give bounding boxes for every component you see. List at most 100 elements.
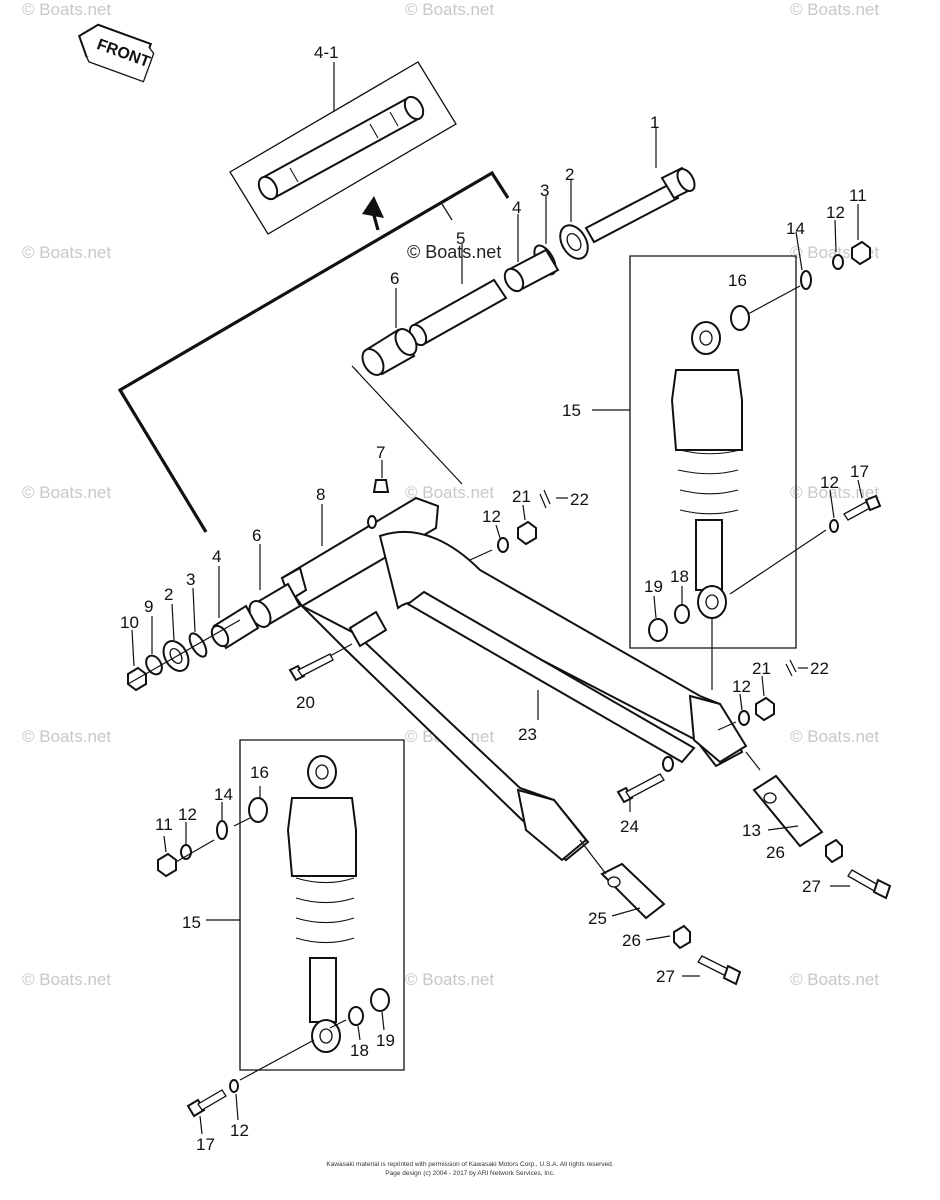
callout-15: 15	[562, 401, 581, 420]
left-nut-11-top	[157, 835, 177, 878]
callout-4: 4	[212, 547, 221, 566]
nut-10	[127, 629, 147, 692]
callout-11: 11	[849, 186, 867, 205]
callout-22: 22	[810, 659, 829, 678]
right-washer-12-top	[832, 219, 844, 270]
chain-adjuster-13	[752, 774, 824, 848]
callout-3: 3	[186, 570, 195, 589]
left-washer-12-top	[180, 822, 192, 860]
washer-12-center	[495, 524, 509, 553]
callout-24: 24	[620, 817, 639, 836]
bolt-20	[288, 643, 353, 682]
bolt-24	[616, 756, 674, 812]
left-shock-box	[206, 739, 405, 1071]
watermark: © Boats.net	[22, 483, 111, 502]
callout-14: 14	[214, 785, 233, 804]
left-bushing-19	[370, 988, 390, 1031]
watermark: © Boats.net	[22, 727, 111, 746]
callout-4-1: 4-1	[314, 43, 339, 62]
callout-25: 25	[588, 909, 607, 928]
right-lower-mount-parts	[717, 659, 808, 731]
callout-13: 13	[742, 821, 761, 840]
callout-4: 4	[512, 198, 521, 217]
callout-11: 11	[155, 815, 173, 834]
watermark: © Boats.net	[405, 483, 494, 502]
callout-17: 17	[196, 1135, 215, 1154]
nut-26-left	[645, 924, 691, 950]
callout-12: 12	[230, 1121, 249, 1140]
watermark: © Boats.net	[22, 970, 111, 989]
right-shock-collar-16	[730, 285, 801, 331]
bolt-27-left	[682, 955, 742, 986]
callout-23: 23	[518, 725, 537, 744]
callout-12: 12	[826, 203, 845, 222]
callout-15: 15	[182, 913, 201, 932]
callout-21: 21	[512, 487, 531, 506]
callout-9: 9	[144, 597, 153, 616]
callout-3: 3	[540, 181, 549, 200]
callout-18: 18	[670, 567, 689, 586]
copyright-line-1: Kawasaki material is reprinted with perm…	[326, 1161, 613, 1168]
callout-19: 19	[376, 1031, 395, 1050]
callout-16: 16	[250, 763, 269, 782]
callout-8: 8	[316, 485, 325, 504]
swing-arm-8	[280, 496, 748, 862]
callout-layer: 1 2 3 4 4-1 5 6 11 12 14 16 15 7 8 21 22…	[120, 43, 869, 1154]
bushing-4-top	[503, 214, 560, 293]
callout-2: 2	[565, 165, 574, 184]
bolt-27-right	[830, 869, 892, 900]
callout-12: 12	[820, 473, 839, 492]
left-shock-absorber	[286, 755, 357, 1053]
watermark: © Boats.net	[22, 243, 111, 262]
callout-2: 2	[164, 585, 173, 604]
top-shock-nut-21	[517, 504, 537, 546]
right-nut-11-top	[851, 204, 871, 266]
callout-26: 26	[622, 931, 641, 950]
watermark: © Boats.net	[790, 483, 879, 502]
callout-10: 10	[120, 613, 139, 632]
callout-12: 12	[482, 507, 501, 526]
callout-7: 7	[376, 443, 385, 462]
callout-22: 22	[570, 490, 589, 509]
watermark: © Boats.net	[22, 0, 111, 19]
callout-17: 17	[850, 462, 869, 481]
bearing-2-top	[559, 180, 589, 260]
bushing-4-left	[210, 566, 260, 650]
callout-27: 27	[802, 877, 821, 896]
left-washer-14	[216, 802, 228, 840]
cotter-pin-22-top	[539, 489, 568, 509]
callout-6: 6	[390, 269, 399, 288]
callout-6: 6	[252, 526, 261, 545]
copyright-line-2: Page design (c) 2004 - 2017 by ARI Netwo…	[385, 1170, 555, 1177]
callout-19: 19	[644, 577, 663, 596]
collar-6-top	[361, 288, 418, 376]
right-washer-14	[795, 231, 812, 290]
right-shock-box	[592, 255, 797, 649]
callout-12: 12	[178, 805, 197, 824]
washer-9	[145, 616, 163, 676]
callout-16: 16	[728, 271, 747, 290]
bracket-lines	[117, 170, 510, 533]
callout-1: 1	[650, 113, 659, 132]
sleeve-assembly-box	[229, 61, 457, 235]
callout-12: 12	[732, 677, 751, 696]
watermark: © Boats.net	[790, 0, 879, 19]
pivot-shaft-1	[584, 128, 696, 244]
chain-guide-23	[406, 590, 696, 764]
watermark: © Boats.net	[405, 0, 494, 19]
callout-18: 18	[350, 1041, 369, 1060]
bearing-2-left	[162, 603, 190, 672]
callout-21: 21	[752, 659, 771, 678]
watermark: © Boats.net	[790, 970, 879, 989]
grease-nipple-7	[372, 460, 390, 493]
callout-20: 20	[296, 693, 315, 712]
watermark: © Boats.net	[790, 727, 879, 746]
watermark: © Boats.net	[405, 970, 494, 989]
oring-3-left	[188, 587, 208, 658]
right-bushing-18	[674, 586, 690, 624]
left-shock-collar-16	[233, 786, 268, 827]
right-bolt-17	[729, 479, 882, 595]
callout-14: 14	[786, 219, 805, 238]
callout-27: 27	[656, 967, 675, 986]
